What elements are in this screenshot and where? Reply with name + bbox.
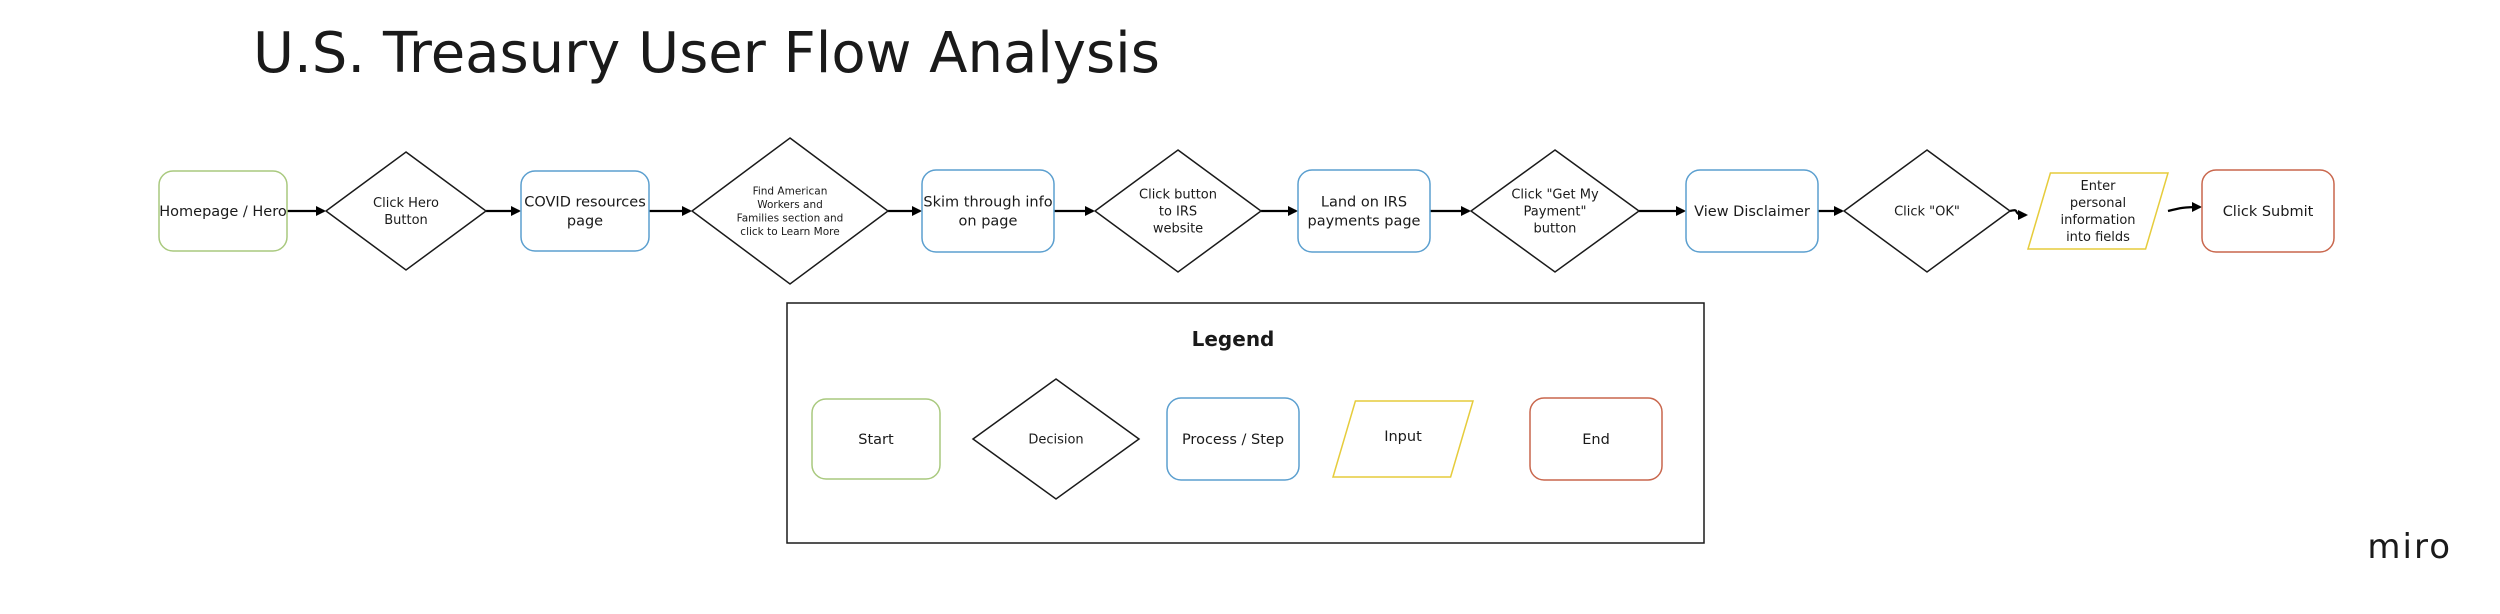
flow-node-find-american-label-line: Families section and — [737, 213, 844, 225]
flow-node-skim-info: Skim through info on page — [921, 169, 1055, 253]
flow-node-find-american-label-line: Workers and — [757, 199, 823, 211]
flow-node-click-submit-label-line: Click Submit — [2223, 204, 2314, 220]
flow-node-click-hero-label-line: Click Hero — [373, 196, 439, 211]
flow-node-view-disclaimer-shape — [1685, 169, 1819, 253]
flow-node-click-irs-shape — [1093, 149, 1263, 273]
flow-node-enter-info-label-line: personal — [2070, 196, 2126, 211]
flow-node-enter-info-label-line: Enter — [2081, 179, 2117, 194]
flow-node-covid-resources: COVID resources page — [520, 170, 650, 252]
flow-node-homepage: Homepage / Hero — [158, 170, 288, 252]
flow-node-click-irs-label: Click button to IRS website — [1139, 188, 1217, 237]
flow-node-get-my-payment-shape — [1469, 149, 1641, 273]
flow-node-land-irs-label-line: Land on IRS — [1321, 195, 1407, 211]
legend-title: Legend — [1192, 327, 1275, 351]
flow-node-click-ok-shape — [1842, 149, 2012, 273]
flow-node-click-irs: Click button to IRS website — [1093, 149, 1263, 273]
legend-item-end: End — [1529, 397, 1663, 481]
legend-item-start-shape — [811, 398, 941, 480]
flow-node-covid-resources-shape — [520, 170, 650, 252]
flow-node-homepage-label-line: Homepage / Hero — [159, 204, 287, 220]
flow-node-get-my-payment-label-line: Payment" — [1524, 205, 1587, 220]
flow-node-click-submit-label: Click Submit — [2223, 204, 2314, 220]
flow-node-skim-info-label: Skim through info on page — [923, 195, 1052, 230]
flow-node-skim-info-label-line: on page — [959, 214, 1018, 230]
flow-node-click-irs-label-line: to IRS — [1159, 205, 1197, 220]
legend-item-end-label: End — [1582, 432, 1610, 448]
flow-node-get-my-payment-label-line: button — [1534, 222, 1577, 237]
legend-item-decision-label: Decision — [1028, 433, 1083, 448]
flow-node-click-submit: Click Submit — [2201, 169, 2335, 253]
flow-node-skim-info-shape — [921, 169, 1055, 253]
legend-frame — [786, 302, 1705, 544]
flow-node-click-ok: Click "OK" — [1842, 149, 2012, 273]
flow-node-click-submit-shape — [2201, 169, 2335, 253]
flow-node-view-disclaimer-label: View Disclaimer — [1694, 204, 1810, 220]
flow-arrow — [2009, 209, 2028, 220]
flow-node-click-ok-label: Click "OK" — [1894, 205, 1960, 220]
legend-item-start: Start — [811, 398, 941, 480]
flow-node-covid-resources-label-line: page — [567, 214, 603, 230]
flow-node-homepage-label: Homepage / Hero — [159, 204, 287, 220]
flow-node-click-irs-label-line: website — [1153, 222, 1203, 237]
legend-item-end-shape — [1529, 397, 1663, 481]
legend-item-decision-shape — [971, 378, 1141, 500]
flow-node-get-my-payment: Click "Get My Payment" button — [1469, 149, 1641, 273]
legend-item-start-label: Start — [858, 432, 894, 448]
legend-item-process-label: Process / Step — [1182, 432, 1284, 448]
flow-node-covid-resources-label-line: COVID resources — [524, 195, 646, 211]
flow-node-skim-info-label-line: Skim through info — [923, 195, 1052, 211]
legend-item-process-shape — [1166, 397, 1300, 481]
flow-node-find-american-shape — [690, 137, 890, 285]
flow-node-enter-info-shape — [2026, 172, 2170, 250]
flow-node-land-irs-label: Land on IRS payments page — [1308, 195, 1421, 230]
flow-node-get-my-payment-label-line: Click "Get My — [1511, 188, 1599, 203]
flow-node-land-irs: Land on IRS payments page — [1297, 169, 1431, 253]
legend-item-input-label: Input — [1384, 429, 1422, 445]
page-title: U.S. Treasury User Flow Analysis — [253, 21, 1160, 86]
flow-node-find-american-label-line: click to Learn More — [740, 226, 839, 238]
flow-node-enter-info-label-line: into fields — [2066, 230, 2130, 245]
flow-node-land-irs-label-line: payments page — [1308, 214, 1421, 230]
legend-item-decision: Decision — [971, 378, 1141, 500]
flow-node-get-my-payment-label: Click "Get My Payment" button — [1511, 188, 1599, 237]
legend-item-input-shape — [1331, 400, 1475, 478]
flow-node-homepage-shape — [158, 170, 288, 252]
legend: Legend Start Decision Process / Step Input E… — [786, 302, 1705, 544]
legend-items: Start Decision Process / Step Input End — [811, 378, 1663, 500]
flow-node-view-disclaimer: View Disclaimer — [1685, 169, 1819, 253]
flow-node-enter-info-label-line: information — [2060, 213, 2135, 228]
flow-node-click-hero-label-line: Button — [384, 213, 428, 228]
flow-node-covid-resources-label: COVID resources page — [524, 195, 646, 230]
flow-node-enter-info: Enter personal information into fields — [2026, 172, 2170, 250]
miro-watermark: miro — [2367, 527, 2452, 567]
flow-node-land-irs-shape — [1297, 169, 1431, 253]
flow-node-view-disclaimer-label-line: View Disclaimer — [1694, 204, 1810, 220]
legend-item-input: Input — [1331, 400, 1475, 478]
legend-item-process: Process / Step — [1166, 397, 1300, 481]
flow-arrow — [2167, 202, 2202, 213]
flow-node-find-american-label-line: Find American — [753, 186, 828, 198]
flow-node-enter-info-label: Enter personal information into fields — [2060, 179, 2135, 245]
flow-node-click-hero-shape — [324, 151, 488, 271]
flow-node-click-ok-label-line: Click "OK" — [1894, 205, 1960, 220]
flow-node-click-irs-label-line: Click button — [1139, 188, 1217, 203]
